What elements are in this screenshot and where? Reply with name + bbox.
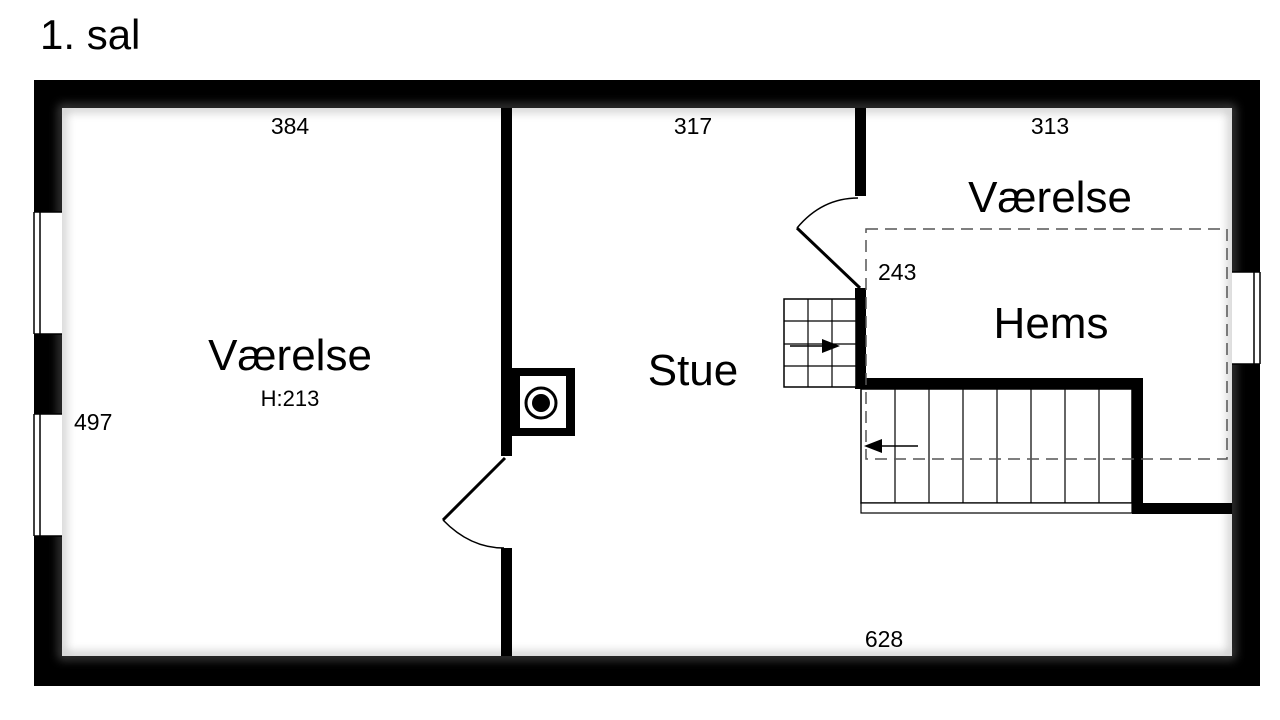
window-left-lower [33,413,62,537]
dim-stue-width: 317 [674,113,712,139]
window-left-upper [33,211,62,335]
stair-wall-vertical [1132,378,1143,514]
partition-wall-left-lower [501,548,512,656]
room-height-left: H:213 [261,386,320,411]
partition-wall-left-upper [501,108,512,456]
room-label-stue: Stue [648,346,739,395]
door-right [795,197,862,290]
small-stair [783,298,857,388]
room-label-hems: Hems [994,299,1109,348]
dim-left-width: 384 [271,113,310,139]
dim-bottom: 628 [865,626,903,652]
hems-outline [865,228,1228,460]
room-label-right: Værelse [968,173,1132,222]
dim-left-depth: 497 [74,409,112,435]
chimney [512,368,575,436]
room-label-left: Værelse [208,331,372,380]
door-left [441,456,507,549]
long-stair [860,388,1133,514]
partition-wall-right-lower [855,288,866,388]
floor-title: 1. sal [40,11,141,58]
stair-wall-bottom [1132,503,1232,514]
dim-hems: 243 [878,259,916,285]
dim-right-width: 313 [1031,113,1069,139]
partition-wall-right-upper [855,108,866,196]
hems-wall-horizontal [855,378,1143,389]
window-right [1232,271,1261,365]
